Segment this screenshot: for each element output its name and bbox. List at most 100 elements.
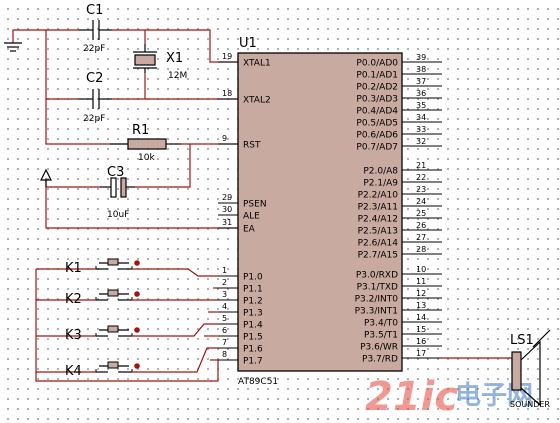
chip-left-pins: 19XTAL118XTAL29RST29PSEN30ALE31EA1P1.02P… — [218, 52, 271, 367]
pin-name: P3.3/INT1 — [355, 307, 398, 317]
ls1-value: SOUNDER — [510, 400, 550, 409]
pin-name: P2.5/A13 — [358, 227, 398, 237]
c1-ref: C1 — [86, 3, 103, 18]
pin-name: P3.0/RXD — [356, 271, 398, 281]
pin-name: XTAL1 — [243, 59, 271, 69]
chip-pin-left: 3P1.2 — [218, 290, 263, 307]
pin-name: P3.2/INT0 — [355, 295, 399, 305]
key-label: K4 — [65, 364, 82, 379]
pin-number: 9 — [222, 134, 227, 143]
common-wire — [184, 360, 219, 382]
pin-number: 28 — [416, 245, 426, 254]
pin-number: 2 — [222, 278, 227, 287]
pin-name: P2.2/A10 — [358, 191, 399, 201]
pin-name: RST — [243, 141, 261, 151]
pin-number: 16 — [416, 337, 426, 346]
pin-number: 5 — [222, 314, 227, 323]
pin-name: P3.6/WR — [360, 343, 398, 353]
pin-name: P2.7/A15 — [358, 251, 398, 261]
capacitor-c1: C1 22pF — [79, 3, 112, 54]
pin-name: P1.3 — [243, 309, 263, 319]
pin-number: 19 — [222, 52, 232, 61]
pin-number: 12 — [416, 289, 426, 298]
key-label: K3 — [65, 328, 82, 343]
pin-number: 34 — [416, 113, 426, 122]
pin-name: P0.7/AD7 — [356, 143, 398, 153]
pin-number: 39 — [416, 53, 426, 62]
pin-number: 27 — [416, 233, 426, 242]
pin-number: 7 — [222, 338, 227, 347]
push-button: K3 — [36, 323, 218, 343]
chip-right-pins: 39P0.0/AD038P0.1/AD137P0.2/AD236P0.3/AD3… — [355, 53, 442, 365]
pin-name: P1.5 — [243, 333, 263, 343]
pin-name: P2.3/A11 — [358, 203, 398, 213]
pin-name: P3.1/TXD — [357, 283, 398, 293]
c3-value: 10uF — [107, 210, 129, 220]
pin-name: P1.2 — [243, 297, 263, 307]
pin-name: P0.2/AD2 — [356, 83, 398, 93]
pin-number: 38 — [416, 65, 426, 74]
chip-u1: U1 AT89C51 19XTAL118XTAL29RST29PSEN30ALE… — [218, 36, 442, 387]
pin-number: 29 — [222, 193, 232, 202]
pin-number: 33 — [416, 125, 426, 134]
pin-number: 32 — [416, 137, 426, 146]
pin-number: 31 — [222, 218, 232, 227]
crystal-x1: X1 12M — [133, 44, 187, 81]
pin-name: P1.7 — [243, 357, 263, 367]
pin-name: P3.7/RD — [362, 355, 398, 365]
pin-number: 13 — [416, 301, 426, 310]
pin-number: 22 — [416, 173, 426, 182]
pin-name: P1.4 — [243, 321, 263, 331]
push-button: K4 — [36, 347, 218, 379]
chip-pin-left: 8P1.7 — [218, 350, 263, 367]
pin-number: 17 — [416, 349, 426, 358]
pin-number: 8 — [222, 350, 227, 359]
pin-name: P3.4/T0 — [364, 319, 398, 329]
power-icon — [40, 168, 52, 187]
pin-name: PSEN — [243, 200, 267, 210]
r1-value: 10k — [138, 153, 155, 163]
chip-pin-left: 1P1.0 — [218, 266, 263, 283]
pin-number: 21 — [416, 161, 426, 170]
pin-name: P1.6 — [243, 345, 263, 355]
capacitor-c2: C2 22pF — [79, 71, 112, 124]
pin-name: P0.3/AD3 — [356, 95, 398, 105]
pin-name: P2.0/A8 — [363, 167, 398, 177]
resistor-r1: R1 10k — [110, 123, 181, 163]
pin-number: 1 — [222, 266, 227, 275]
capacitor-c3: C3 10uF — [100, 165, 135, 220]
pin-name: P1.0 — [243, 273, 263, 283]
c2-value: 22pF — [83, 114, 105, 124]
push-button: K1 — [36, 258, 218, 277]
chip-pin-left: 5P1.4 — [218, 314, 263, 331]
pin-name: P0.0/AD0 — [356, 59, 398, 69]
chip-pin-left: 6P1.5 — [218, 326, 263, 343]
chip-pin-left: 2P1.1 — [218, 278, 263, 295]
chip-pin-left: 4P1.3 — [218, 302, 263, 319]
